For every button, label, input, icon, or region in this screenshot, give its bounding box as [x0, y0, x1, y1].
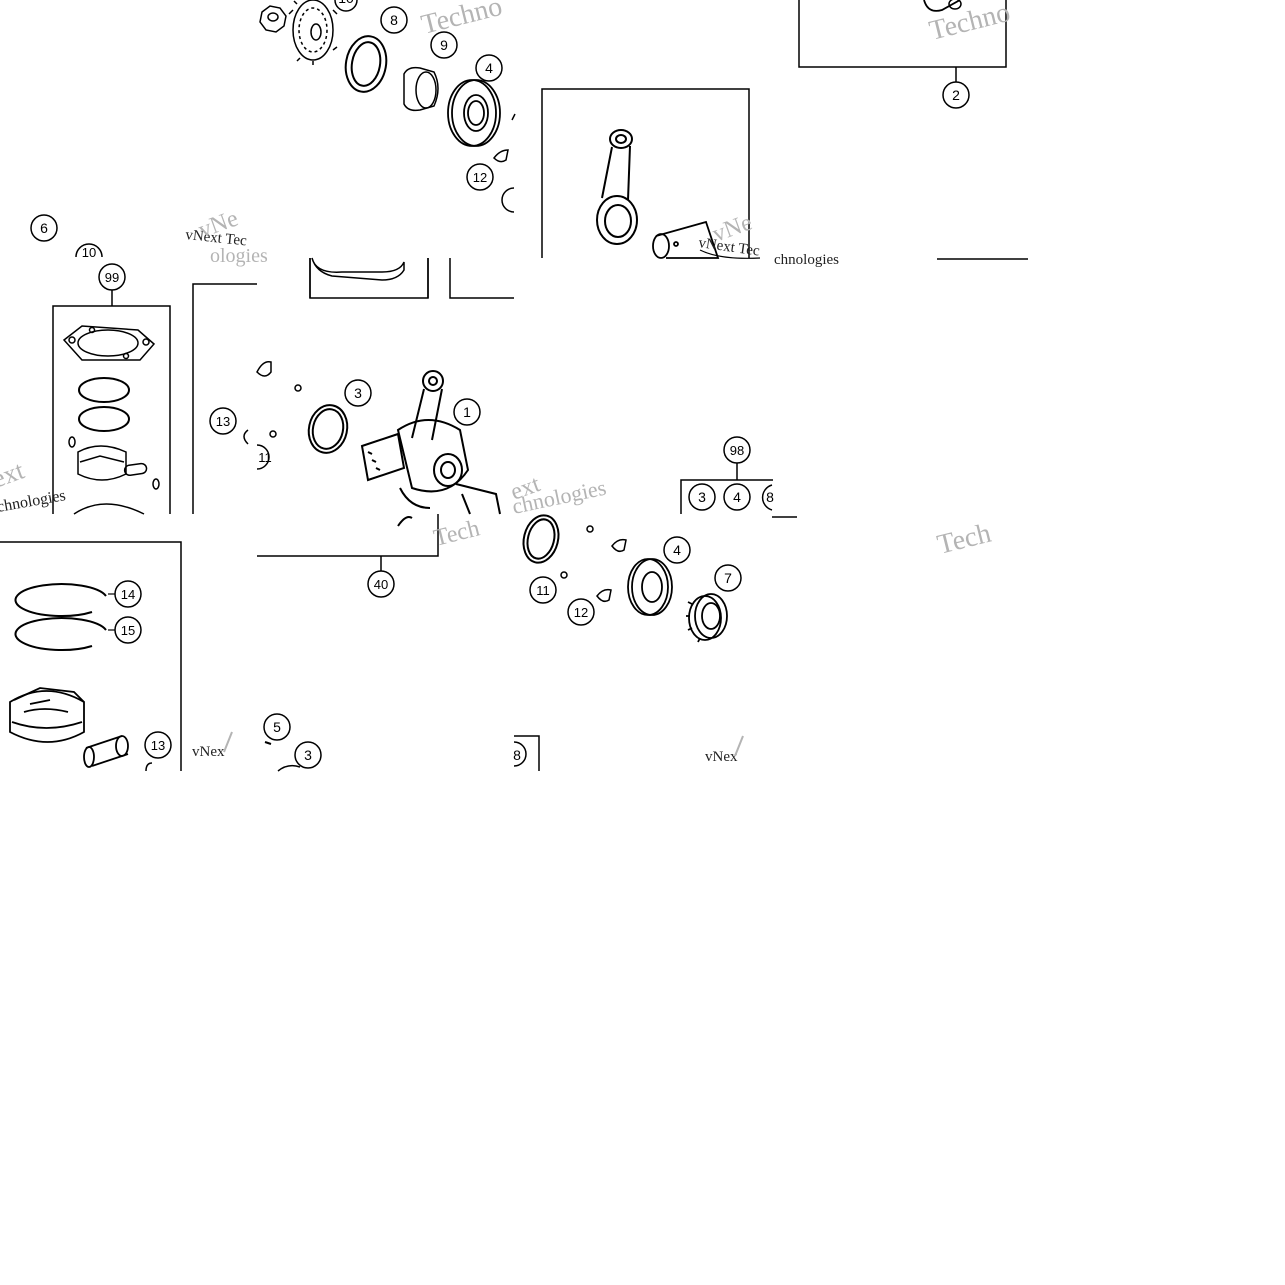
callout-r-3: 3	[688, 483, 716, 511]
callout-bl-15: 15	[114, 616, 142, 644]
watermark-vnex-right: vNex	[705, 749, 738, 765]
svg-text:4: 4	[485, 60, 493, 76]
svg-text:2: 2	[952, 87, 960, 103]
callout-c-13: 13	[209, 407, 237, 435]
callout-c-3: 3	[344, 379, 372, 407]
piston-pin-part	[652, 220, 720, 259]
callout-r-8: 8	[761, 484, 774, 511]
callout-rb-11: 11	[529, 576, 557, 604]
tile-bottom-left: 14 15 13 vNex	[0, 541, 233, 772]
svg-text:4: 4	[673, 542, 681, 558]
svg-text:15: 15	[121, 623, 135, 638]
svg-text:10: 10	[82, 245, 96, 260]
callout-r-4: 4	[723, 483, 751, 511]
svg-text:12: 12	[574, 605, 588, 620]
spacer-part	[403, 66, 439, 112]
callout-rb-12: 12	[567, 598, 595, 626]
callout-rb-4: 4	[663, 536, 691, 564]
callout-c-1: 1	[453, 398, 481, 426]
watermark-vnext-left: vNext Tec	[185, 227, 248, 249]
svg-text:8: 8	[513, 747, 521, 763]
piston-ring-set-part	[78, 377, 130, 432]
svg-text:1: 1	[463, 404, 471, 420]
connecting-rod-part	[596, 129, 638, 245]
callout-tr-2: 2	[942, 81, 970, 109]
svg-text:11: 11	[536, 583, 550, 598]
callout-b-partial: 8	[513, 741, 527, 767]
svg-text:99: 99	[105, 270, 119, 285]
tile-middle-left: 6 10 99 vNext Tec v	[0, 206, 268, 516]
tile-bottom-middle: 5 3 8 vNex	[263, 713, 744, 772]
svg-text:14: 14	[121, 587, 135, 602]
callout-ml-10: 10	[75, 243, 103, 260]
callout-ml-6: 6	[30, 214, 58, 242]
piston-rings-part	[14, 583, 107, 652]
svg-text:7: 7	[724, 570, 732, 586]
svg-text:8: 8	[766, 489, 774, 505]
svg-text:6: 6	[40, 220, 48, 236]
svg-text:10: 10	[338, 0, 354, 6]
crankshaft-part	[360, 370, 501, 515]
svg-text:12: 12	[473, 170, 487, 185]
main-bearing-part	[627, 558, 673, 616]
callout-bl-13: 13	[144, 731, 172, 759]
callout-tl-12: 12	[466, 163, 494, 191]
piston-part-small	[68, 436, 160, 490]
svg-text:5: 5	[273, 719, 281, 735]
watermark-chnologies-right: chnologies	[774, 252, 839, 268]
bearing-part	[447, 79, 501, 147]
callout-tl-8: 8	[380, 6, 408, 34]
svg-text:11: 11	[258, 450, 272, 465]
callout-rb-7: 7	[714, 564, 742, 592]
callout-ml-99: 99	[98, 263, 126, 291]
svg-text:9: 9	[440, 37, 448, 53]
callout-c-11: 11	[256, 444, 272, 470]
callout-b-5: 5	[263, 713, 291, 741]
gear-part	[288, 0, 338, 65]
roller-bearing-part	[686, 593, 728, 643]
svg-text:4: 4	[733, 489, 741, 505]
callout-c-40: 40	[367, 570, 395, 598]
seal-ring-part	[344, 35, 388, 93]
svg-text:3: 3	[354, 385, 362, 401]
svg-text:3: 3	[698, 489, 706, 505]
svg-text:40: 40	[374, 577, 388, 592]
o-ring-part	[307, 404, 349, 454]
watermark-vnex-left: vNex	[192, 744, 225, 760]
svg-text:13: 13	[151, 738, 165, 753]
callout-r-98: 98	[723, 436, 751, 464]
svg-text:13: 13	[216, 414, 230, 429]
callout-tl-4: 4	[475, 54, 503, 82]
key-part-center	[256, 360, 272, 377]
callout-bl-14: 14	[114, 580, 142, 608]
head-gasket-part	[62, 325, 156, 361]
callout-tl-9: 9	[430, 31, 458, 59]
o-ring-part-right	[522, 514, 560, 564]
piston-part	[9, 687, 129, 768]
callout-b-3: 3	[294, 741, 322, 769]
svg-text:8: 8	[390, 12, 398, 28]
svg-text:3: 3	[304, 747, 312, 763]
callout-tl-partial: 10	[334, 0, 358, 12]
svg-text:98: 98	[730, 443, 744, 458]
nut-part	[259, 5, 287, 33]
key-part	[493, 149, 509, 163]
watermark-ologies-left: ologies	[210, 245, 268, 267]
